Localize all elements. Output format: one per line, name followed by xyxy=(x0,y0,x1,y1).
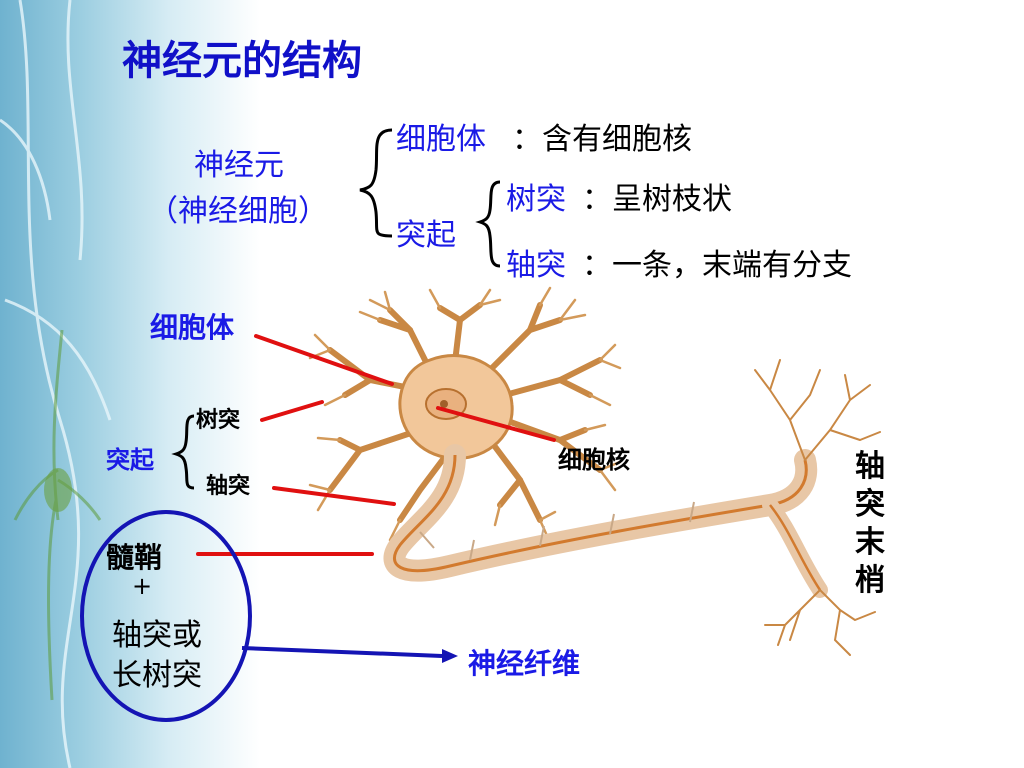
page-title: 神经元的结构 xyxy=(122,38,362,84)
label-dendrite: 树突 xyxy=(196,408,241,433)
neuron-alias: （神经细胞） xyxy=(148,194,328,229)
axon-description: ：一条，末端有分支 xyxy=(582,248,852,283)
label-process: 突起 xyxy=(106,446,154,474)
dendrite-description: ：呈树枝状 xyxy=(582,182,732,217)
label-axon-terminal: 轴突末梢 xyxy=(855,449,885,598)
background-neuron-pattern xyxy=(0,0,112,768)
brace-lower xyxy=(171,414,195,490)
label-cell-body: 细胞体 xyxy=(150,311,235,344)
label-nucleus: 细胞核 xyxy=(558,446,630,474)
dendrite-branches xyxy=(308,286,622,542)
label-axon-or: 轴突或 xyxy=(112,618,202,653)
arrow-head xyxy=(442,649,458,663)
label-nerve-fiber: 神经纤维 xyxy=(468,647,581,680)
brace-process xyxy=(475,180,501,268)
background-decoration xyxy=(0,0,260,768)
dendrites xyxy=(327,302,603,523)
label-plus: + xyxy=(132,572,153,600)
neuron-heading: 神经元 xyxy=(194,148,284,183)
label-myelin: 髓鞘 xyxy=(106,541,163,574)
label-long-dendrite: 长树突 xyxy=(112,658,202,693)
label-axon: 轴突 xyxy=(206,474,251,499)
cell-body-term: 细胞体 xyxy=(396,122,486,157)
myelin-segments xyxy=(419,501,695,561)
process-term: 突起 xyxy=(396,218,456,253)
axon-terminals xyxy=(754,359,881,656)
nerve-fiber-ellipse xyxy=(80,510,252,722)
dendrite-term: 树突 xyxy=(506,182,566,217)
pointer-lines xyxy=(196,334,556,556)
cell-body-description: ：含有细胞核 xyxy=(512,122,692,157)
axon-term: 轴突 xyxy=(506,248,566,283)
brace-neuron xyxy=(359,128,393,238)
